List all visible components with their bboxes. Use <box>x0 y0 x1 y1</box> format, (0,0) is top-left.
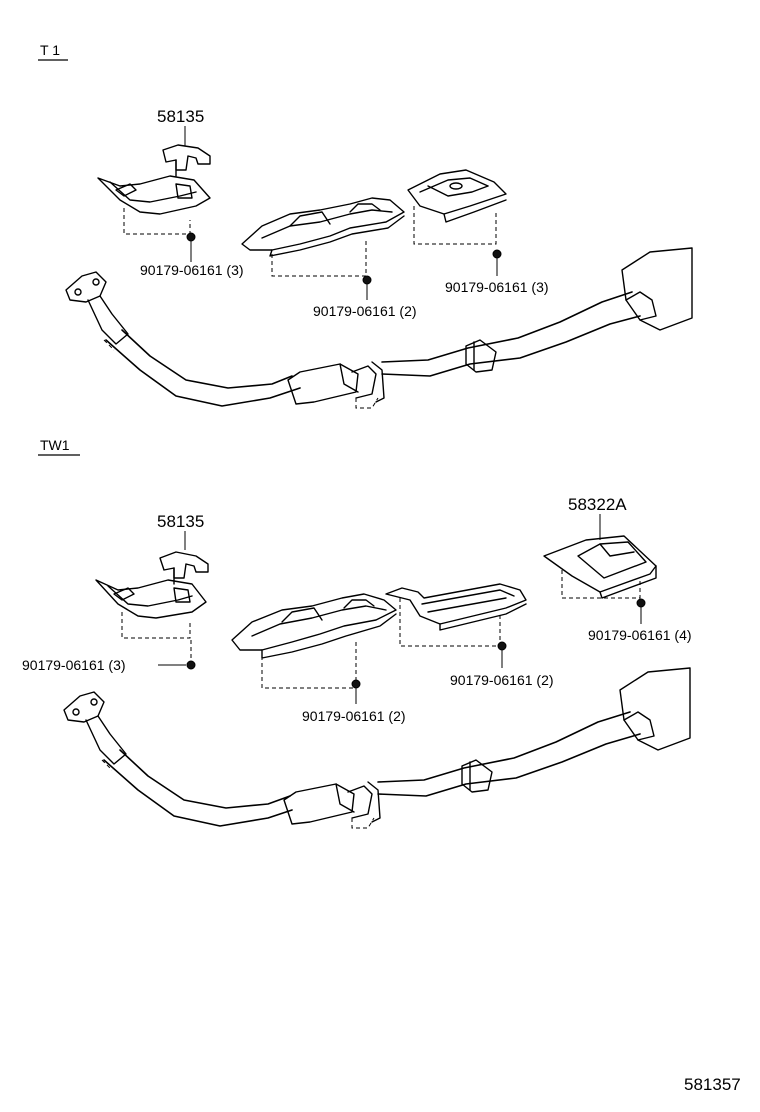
tw1-bracket-plate <box>95 579 207 619</box>
tw1-mid-dash-guide <box>399 598 501 647</box>
t1-nut-left-label: 90179-06161 (3) <box>140 262 244 278</box>
tw1-right-dash-guide <box>561 570 641 599</box>
t1-bracket-part-number: 58135 <box>157 107 204 126</box>
t1-bracket-clamp <box>162 144 211 177</box>
tw1-nut-mid-icon <box>497 641 507 651</box>
t1-right-heat-insulator <box>407 169 507 223</box>
tw1-center-dash-guide <box>261 640 357 689</box>
section-tw1-header: TW1 <box>40 437 70 453</box>
tw1-nut-left-icon <box>186 660 196 670</box>
tw1-nut-center-label: 90179-06161 (2) <box>302 708 406 724</box>
tw1-center-heat-insulator <box>231 593 397 659</box>
section-tw1: TW1 58135 90179-06161 (3) <box>22 437 692 829</box>
figure-id: 581357 <box>684 1075 741 1094</box>
t1-right-dash-guide <box>413 206 497 245</box>
tw1-bracket-part-number: 58135 <box>157 512 204 531</box>
t1-exhaust-pipe <box>65 247 693 409</box>
tw1-exhaust-pipe <box>63 667 691 829</box>
t1-center-heat-insulator <box>241 197 405 257</box>
tw1-right-heat-insulator-58322A <box>543 535 657 599</box>
tw1-bracket-clamp <box>159 551 209 585</box>
section-t1-header: T 1 <box>40 42 60 58</box>
tw1-insulator-part-number: 58322A <box>568 495 627 514</box>
t1-bracket-dash-guide <box>123 208 191 235</box>
t1-nut-center-label: 90179-06161 (2) <box>313 303 417 319</box>
tw1-mid-heat-insulator <box>385 583 527 631</box>
t1-nut-right-icon <box>492 249 502 259</box>
t1-nut-right-label: 90179-06161 (3) <box>445 279 549 295</box>
t1-nut-center-icon <box>362 275 372 285</box>
t1-nut-left-icon <box>186 232 196 242</box>
tw1-nut-right-label: 90179-06161 (4) <box>588 627 692 643</box>
tw1-nut-right-icon <box>636 598 646 608</box>
t1-center-dash-guide <box>271 240 367 277</box>
tw1-bracket-dash-guide <box>121 612 191 639</box>
tw1-nut-center-icon <box>351 679 361 689</box>
t1-bracket-plate <box>97 175 211 215</box>
tw1-nut-mid-label: 90179-06161 (2) <box>450 672 554 688</box>
section-t1: T 1 58135 90179-06161 (3) 901 <box>38 42 693 409</box>
tw1-nut-left-label: 90179-06161 (3) <box>22 657 126 673</box>
